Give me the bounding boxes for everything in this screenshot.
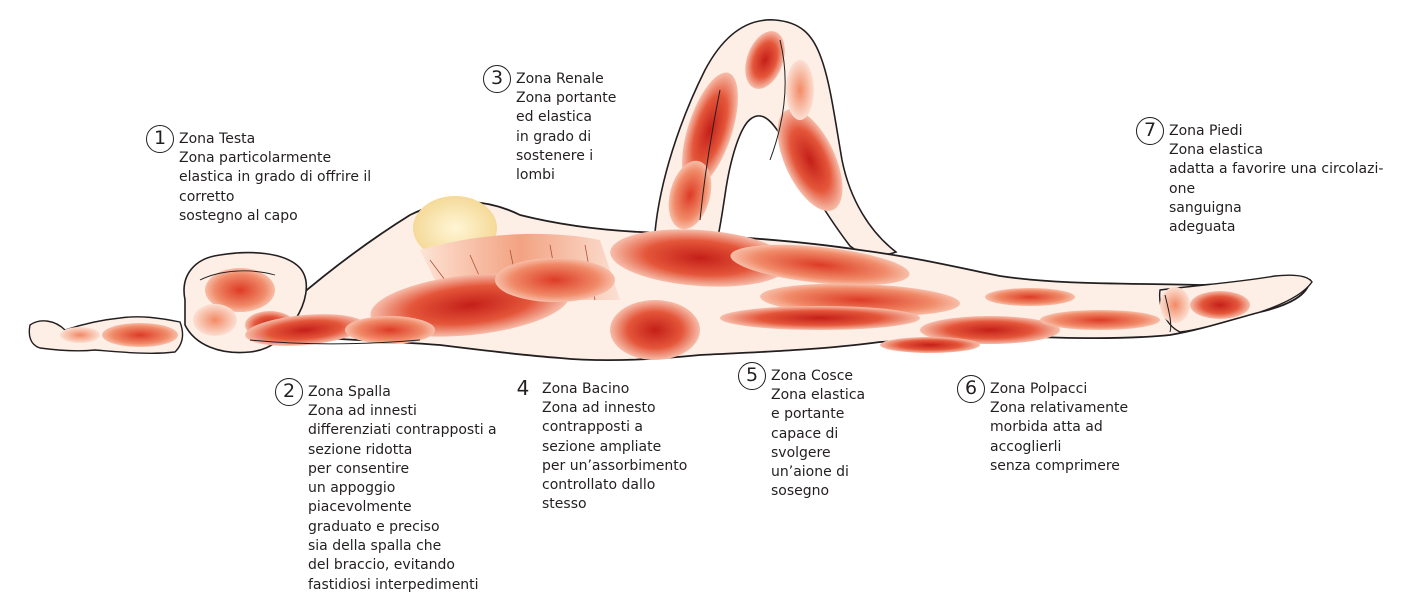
description-line: sezione ridotta: [308, 441, 497, 460]
description-line: differenziati contrapposti a: [308, 421, 497, 440]
description-line: Zona elastica: [771, 386, 865, 405]
description-line: graduato e preciso: [308, 518, 497, 537]
zone-number-badge: 1: [146, 125, 174, 153]
description-line: in grado di: [516, 128, 616, 147]
zone-number-badge: 6: [957, 375, 985, 403]
description-line: accoglierli: [990, 438, 1128, 457]
zone-description: Zona particolarmente elastica in grado d…: [179, 149, 371, 226]
zone-number-badge: 7: [1136, 117, 1164, 145]
zone-number-badge: 2: [275, 378, 303, 406]
zone-title: Zona Piedi: [1169, 122, 1242, 141]
zone-description: Zona elastica adatta a favorire una circ…: [1169, 141, 1383, 237]
zone-title: Zona Spalla: [308, 383, 391, 402]
zone-description: Zona portante ed elastica in grado di so…: [516, 89, 616, 185]
description-line: per consentire: [308, 460, 497, 479]
description-line: e portante: [771, 405, 865, 424]
description-line: sanguigna: [1169, 199, 1383, 218]
zone-description: Zona elastica e portante capace di svolg…: [771, 386, 865, 502]
description-line: Zona ad innesti: [308, 402, 497, 421]
zone-title: Zona Cosce: [771, 367, 853, 386]
description-line: adatta a favorire una circolazi-: [1169, 160, 1383, 179]
description-line: corretto: [179, 188, 371, 207]
zone-title: Zona Polpacci: [990, 380, 1087, 399]
description-line: adeguata: [1169, 218, 1383, 237]
zone-description: Zona ad innesto contrapposti a sezione a…: [542, 399, 687, 515]
description-line: sostenere i: [516, 147, 616, 166]
description-line: piacevolmente: [308, 498, 497, 517]
description-line: sia della spalla che: [308, 537, 497, 556]
description-line: ed elastica: [516, 108, 616, 127]
description-line: sezione ampliate: [542, 438, 687, 457]
zone-description: Zona relativamente morbida atta ad accog…: [990, 399, 1128, 476]
zone-description: Zona ad innesti differenziati contrappos…: [308, 402, 497, 595]
description-line: Zona elastica: [1169, 141, 1383, 160]
zone-title: Zona Bacino: [542, 380, 629, 399]
description-line: svolgere: [771, 444, 865, 463]
description-line: Zona relativamente: [990, 399, 1128, 418]
description-line: controllato dallo: [542, 476, 687, 495]
description-line: capace di: [771, 425, 865, 444]
description-line: senza comprimere: [990, 457, 1128, 476]
description-line: sostegno al capo: [179, 207, 371, 226]
raised-leg: [655, 20, 896, 256]
description-line: un’aione di: [771, 463, 865, 482]
zone-number-badge: 3: [483, 65, 511, 93]
description-line: morbida atta ad: [990, 418, 1128, 437]
description-line: stesso: [542, 495, 687, 514]
description-line: Zona ad innesto: [542, 399, 687, 418]
zone-number-badge: 4: [509, 375, 537, 403]
description-line: elastica in grado di offrire il: [179, 168, 371, 187]
description-line: Zona portante: [516, 89, 616, 108]
description-line: Zona particolarmente: [179, 149, 371, 168]
description-line: lombi: [516, 166, 616, 185]
description-line: per un’assorbimento: [542, 457, 687, 476]
zone-title: Zona Renale: [516, 70, 604, 89]
description-line: un appoggio: [308, 479, 497, 498]
description-line: contrapposti a: [542, 418, 687, 437]
description-line: del braccio, evitando: [308, 556, 497, 575]
description-line: fastidiosi interpedimenti: [308, 576, 497, 595]
description-line: one: [1169, 180, 1383, 199]
zone-number-badge: 5: [738, 362, 766, 390]
zone-title: Zona Testa: [179, 130, 255, 149]
description-line: sosegno: [771, 482, 865, 501]
